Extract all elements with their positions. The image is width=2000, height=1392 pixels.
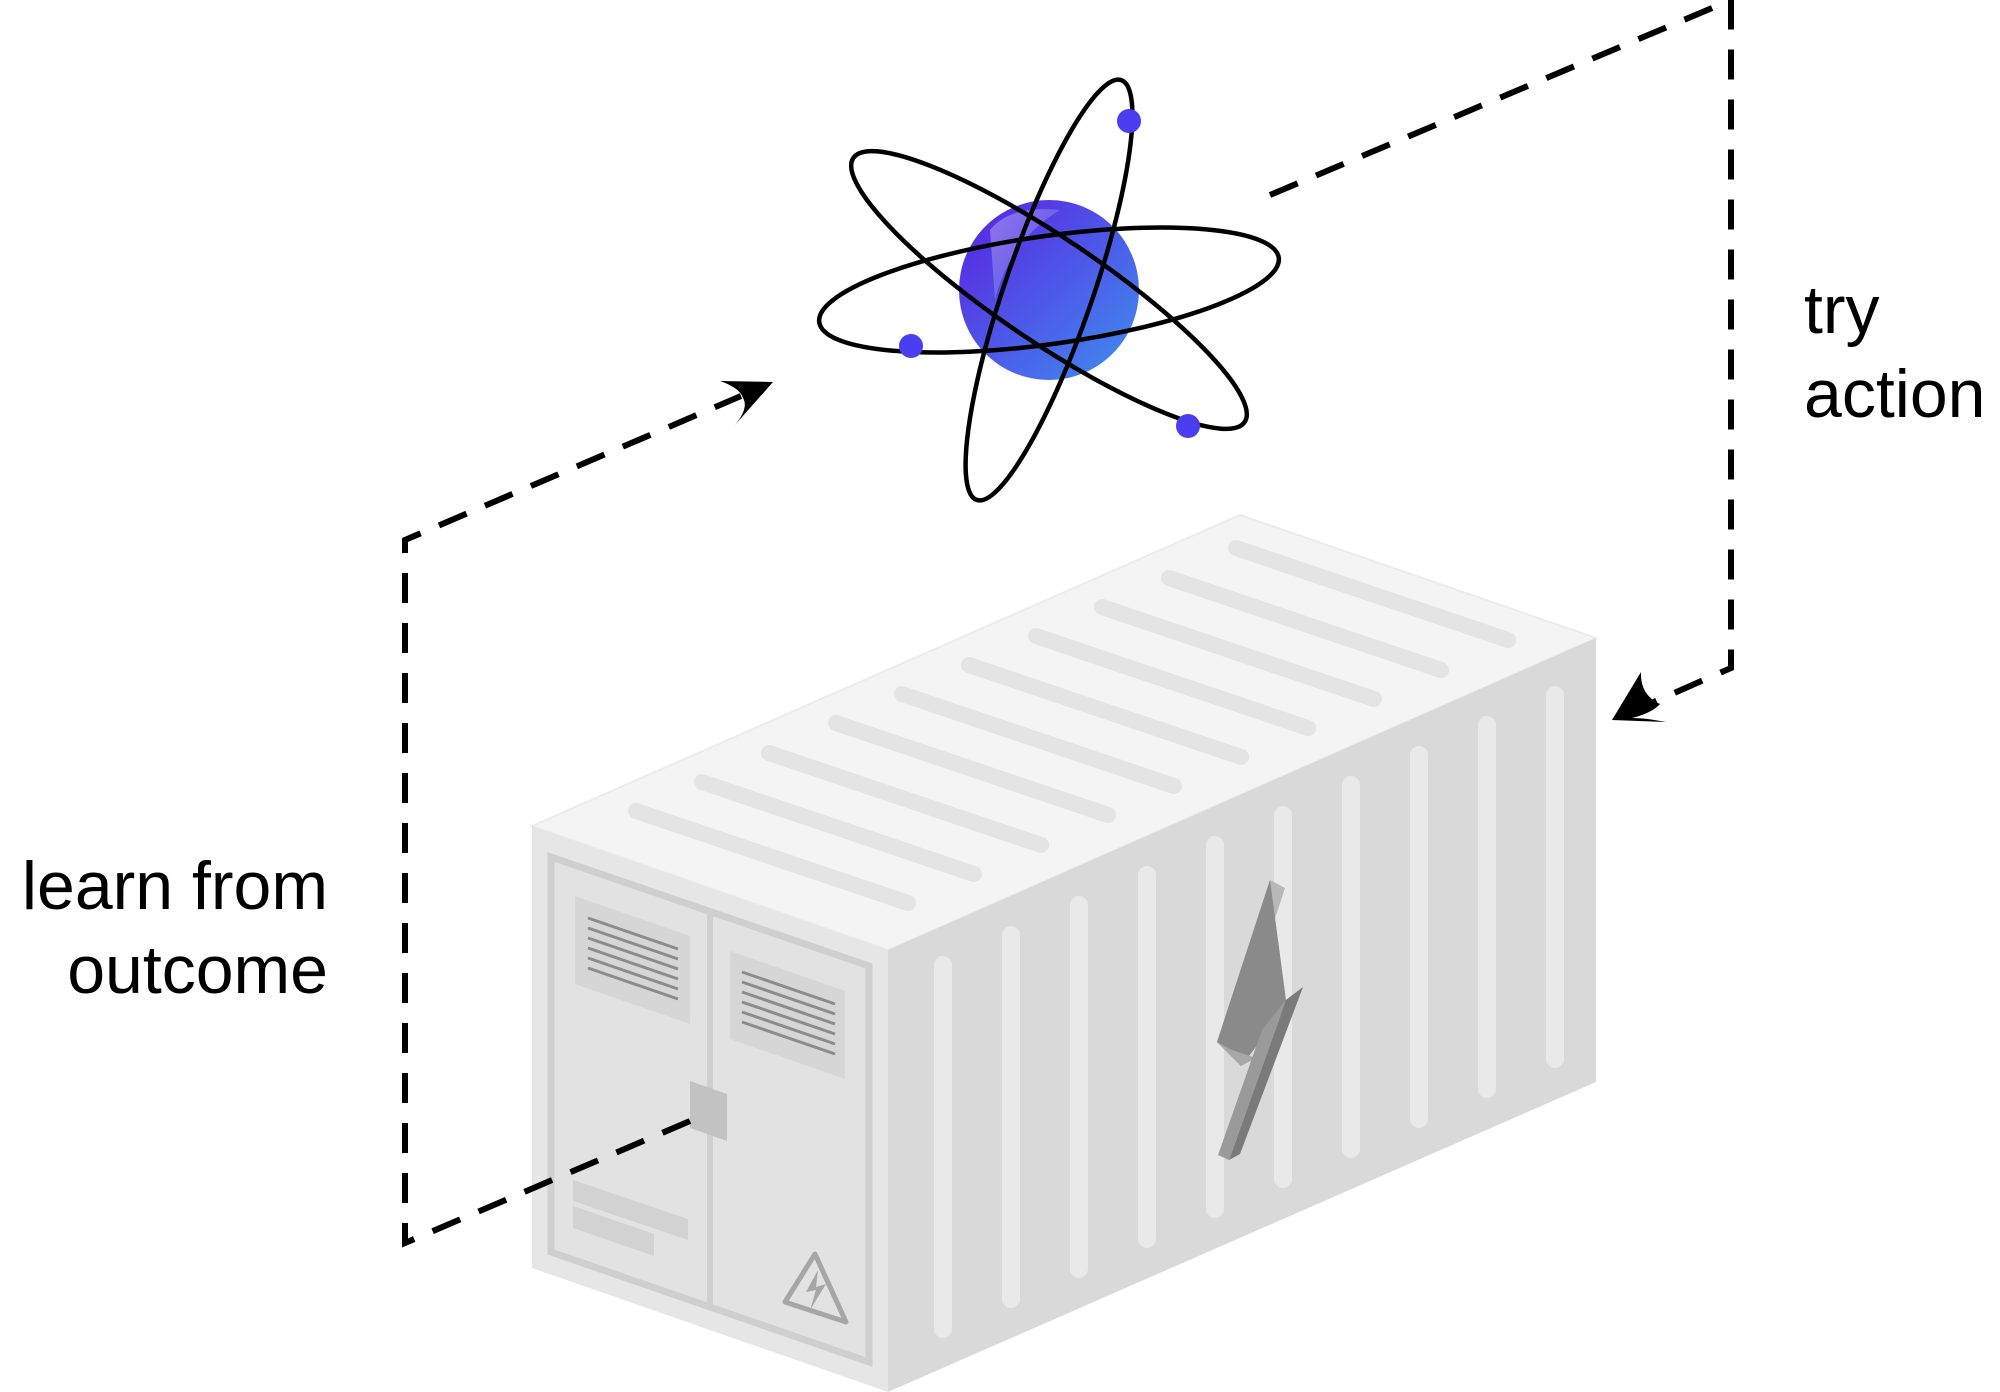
try-action-label-line1: try xyxy=(1804,272,1880,348)
electron-left xyxy=(899,334,923,358)
electron-right xyxy=(1176,414,1200,438)
orbit-vertical xyxy=(963,77,1135,503)
container-side-ribs xyxy=(934,686,1564,1338)
high-voltage-warning-icon xyxy=(782,1251,849,1325)
learn-from-outcome-arrowhead xyxy=(720,381,773,425)
learn-from-outcome-label-line2: outcome xyxy=(67,932,328,1008)
try-action-label: try action xyxy=(1804,268,1985,436)
door-placard-top xyxy=(573,1180,688,1240)
door-vent-left xyxy=(575,896,690,1024)
atom-icon xyxy=(816,77,1282,503)
door-handle xyxy=(690,1081,727,1141)
learn-from-outcome-label-line1: learn from xyxy=(21,848,328,924)
battery-container xyxy=(529,513,1599,1392)
learn-from-outcome-arrow xyxy=(402,393,743,1248)
container-top-ridges xyxy=(628,540,1516,911)
door-placard-bottom xyxy=(573,1206,654,1256)
try-action-arrowhead xyxy=(1612,672,1666,722)
lightning-bolt-icon xyxy=(1217,880,1303,1160)
door-vent-right xyxy=(730,951,845,1079)
orbit-horizontal xyxy=(816,225,1282,355)
try-action-arrow xyxy=(1268,0,1734,711)
electron-top xyxy=(1117,109,1141,133)
orbit-diagonal xyxy=(848,148,1250,432)
try-action-label-line2: action xyxy=(1804,356,1986,432)
learn-from-outcome-label: learn from outcome xyxy=(0,844,328,1012)
